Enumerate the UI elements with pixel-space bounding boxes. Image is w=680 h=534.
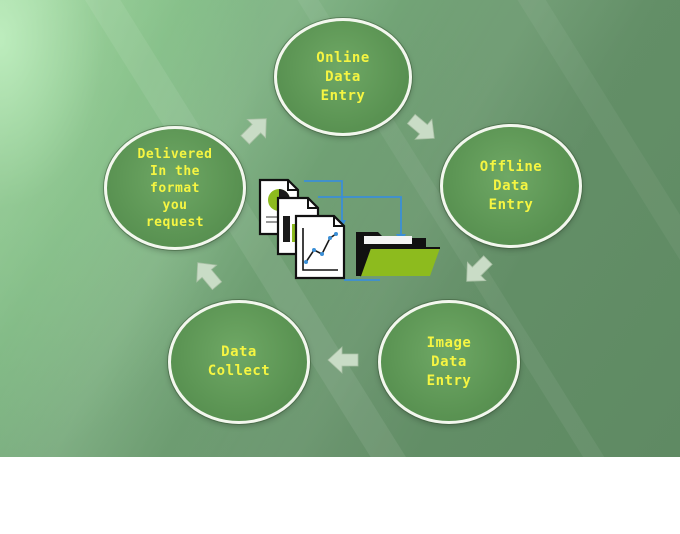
node-label-line: Entry (488, 196, 534, 213)
node-label-line: Offline (479, 158, 543, 175)
node-label-line: Entry (320, 87, 366, 104)
node-label-line: Delivered (137, 146, 213, 162)
node-data-collect: Data Collect (168, 300, 310, 424)
node-label-line: Data (431, 353, 467, 370)
document-line-chart-icon (294, 214, 346, 280)
node-label-line: Image (426, 334, 472, 351)
node-image-data-entry: Image Data Entry (378, 300, 520, 424)
node-label-line: request (145, 214, 205, 230)
arrow-icon (196, 262, 223, 291)
arrow-icon (240, 118, 267, 145)
arrow-icon (466, 255, 493, 282)
node-label-line: format (150, 180, 200, 196)
folder-icon (356, 232, 440, 277)
node-label-line: you (162, 197, 188, 213)
node-label-line: Data (325, 68, 361, 85)
node-online-data-entry: Online Data Entry (274, 18, 412, 136)
node-offline-data-entry: Offline Data Entry (440, 124, 582, 248)
node-label-line: Online (316, 49, 370, 66)
arrow-icon (327, 346, 359, 374)
node-label-line: Entry (426, 372, 472, 389)
node-label-line: In the (150, 163, 200, 179)
center-graphic (258, 178, 440, 281)
node-label-line: Data (493, 177, 529, 194)
cycle-arrows (196, 113, 493, 374)
node-delivered: Delivered In the format you request (104, 126, 246, 250)
arrow-icon (406, 113, 435, 140)
node-label-line: Data (221, 344, 257, 360)
node-label-line: Collect (207, 363, 271, 379)
